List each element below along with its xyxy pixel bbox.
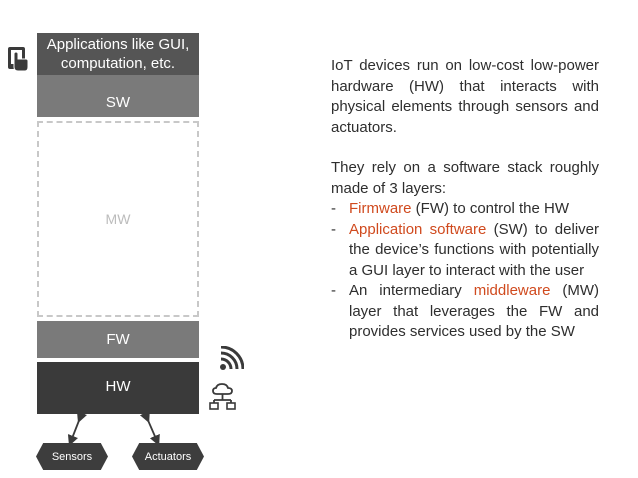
sensors-node: Sensors [36,443,108,470]
bullet-dash: - [331,220,336,238]
middleware-prefix: An intermediary [349,282,474,299]
firmware-label: FW [106,331,130,348]
software-term: Application software [349,220,487,238]
applications-label-line1: Applications like GUI, [46,36,190,53]
actuators-node: Actuators [132,443,204,470]
connection-arrows [67,414,160,446]
tablet-touch-icon [8,47,29,72]
firmware-description: (FW) to control the HW [411,200,570,217]
layers-list: -Firmware (FW) to control the HW -Applic… [331,199,599,343]
hardware-label: HW [105,377,131,395]
cloud-network-icon [209,383,236,410]
actuators-label: Actuators [144,450,192,463]
actuators-arrow [139,414,160,446]
software-label: SW [105,93,131,111]
applications-layer: Applications like GUI, computation, etc. [37,33,199,75]
software-layer: SW [37,75,199,117]
hardware-layer: HW [37,362,199,414]
layers-paragraph: They rely on a software stack roughly ma… [331,159,599,197]
list-item-middleware: -An intermediary middleware (MW) layer t… [331,281,599,343]
firmware-term: Firmware [349,200,412,217]
wireless-signal-icon [220,346,244,370]
paragraph-gap [331,138,599,158]
middleware-description: (MW) layer that leverages the FW and pro… [349,282,600,340]
intro-paragraph: IoT devices run on low-cost low-power ha… [331,57,599,136]
middleware-term: middleware [473,282,551,299]
bullet-dash: - [331,200,336,217]
sensors-label: Sensors [51,450,93,463]
description-text: IoT devices run on low-cost low-power ha… [331,56,599,343]
applications-label-line2: computation, etc. [60,55,176,72]
sensors-arrow [67,414,87,446]
middleware-label: MW [105,211,131,227]
middleware-layer: MW [37,121,199,317]
list-item-software: -Application software (SW) to deliver th… [331,220,599,282]
firmware-layer: FW [37,321,199,358]
software-description: (SW) to deliver the device’s functions w… [349,220,599,279]
list-item-firmware: -Firmware (FW) to control the HW [331,199,599,220]
bullet-dash: - [331,282,336,299]
